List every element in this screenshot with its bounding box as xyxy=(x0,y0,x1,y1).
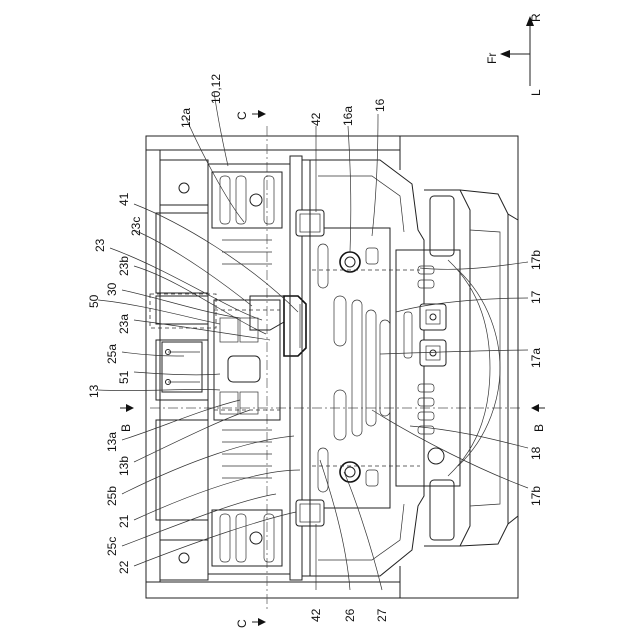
tunnel-reinforcement-41 xyxy=(284,296,306,356)
ref-16: 16 xyxy=(373,98,387,112)
ref-25c: 25c xyxy=(105,537,119,556)
orientation-indicator: R Fr L xyxy=(485,13,543,96)
ref-23c: 23c xyxy=(129,217,143,236)
floor-panel-12a xyxy=(208,164,290,574)
trunk-floor-17 xyxy=(396,250,460,486)
ref-17b-bottom: 17b xyxy=(529,486,543,506)
ref-42-bottom: 42 xyxy=(309,608,323,622)
ref-17: 17 xyxy=(529,290,543,304)
ref-27: 27 xyxy=(375,608,389,622)
section-line-c: C C xyxy=(235,110,267,628)
ref-22: 22 xyxy=(117,560,131,574)
rear-floor-panel-16 xyxy=(310,160,424,576)
front-floor-panel xyxy=(150,160,216,580)
section-b-right-label: B xyxy=(532,424,546,432)
ref-41: 41 xyxy=(117,192,131,206)
ref-10-12: 10,12 xyxy=(209,74,223,104)
ref-13b: 13b xyxy=(117,456,131,476)
ref-13: 13 xyxy=(87,384,101,398)
ref-16a: 16a xyxy=(341,106,355,126)
orientation-r-label: R xyxy=(529,13,543,22)
orientation-fr-label: Fr xyxy=(485,53,499,64)
ref-30: 30 xyxy=(105,282,119,296)
reference-numerals: 12a 10,12 42 16a 16 41 23c 23 23b 30 50 … xyxy=(87,74,543,622)
ref-51: 51 xyxy=(117,370,131,384)
ref-17a: 17a xyxy=(529,348,543,368)
ref-13a: 13a xyxy=(105,432,119,452)
rear-member-18 xyxy=(424,190,518,546)
section-b-left-label: B xyxy=(119,424,133,432)
ref-18: 18 xyxy=(529,446,543,460)
ref-42-top: 42 xyxy=(309,112,323,126)
arrow-front-direction-icon xyxy=(500,50,510,58)
ref-50: 50 xyxy=(87,294,101,308)
ref-17b-top: 17b xyxy=(529,250,543,270)
ref-23a: 23a xyxy=(117,314,131,334)
ref-12a: 12a xyxy=(179,108,193,128)
ref-23: 23 xyxy=(93,238,107,252)
section-c-top-label: C xyxy=(235,111,249,120)
ref-21: 21 xyxy=(117,514,131,528)
ref-26: 26 xyxy=(343,608,357,622)
ref-23b: 23b xyxy=(117,256,131,276)
ref-25b: 25b xyxy=(105,486,119,506)
ref-25a: 25a xyxy=(105,344,119,364)
section-c-bottom-label: C xyxy=(235,619,249,628)
orientation-l-label: L xyxy=(529,89,543,96)
